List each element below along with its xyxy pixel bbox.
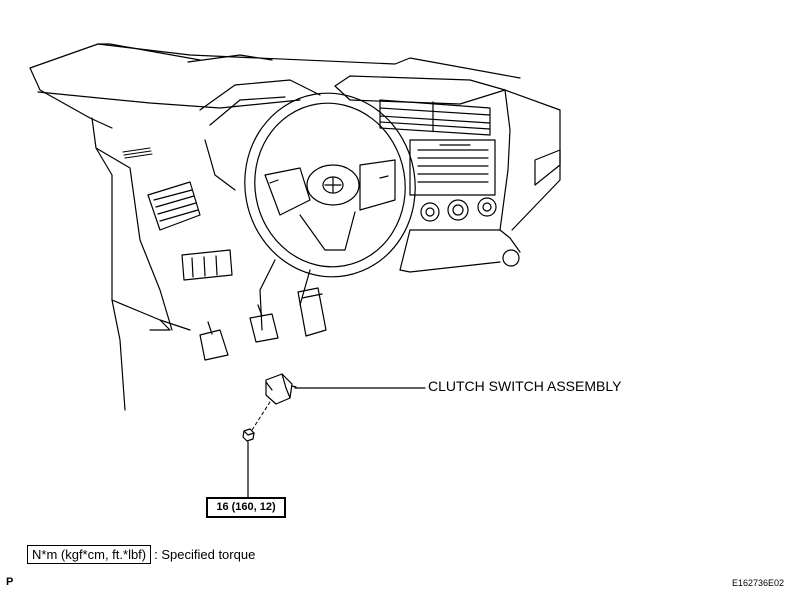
- torque-legend: N*m (kgf*cm, ft.*lbf) : Specified torque: [27, 545, 255, 564]
- pedals-icon: [199, 287, 327, 361]
- climate-knob-icon: [420, 197, 497, 222]
- instrument-cluster-icon: [199, 79, 321, 191]
- torque-unit-key: N*m (kgf*cm, ft.*lbf): [27, 545, 152, 564]
- dashboard-outline: [29, 43, 561, 411]
- center-vent-icon: [379, 99, 491, 136]
- torque-spec-box: 16 (160, 12): [206, 497, 286, 518]
- clutch-switch-icon: [265, 373, 297, 405]
- torque-legend-description: : Specified torque: [154, 547, 256, 562]
- switch-panel-icon: [181, 249, 233, 281]
- page-marker: P: [6, 576, 14, 588]
- steering-wheel-icon: [244, 92, 416, 278]
- left-vent-icon: [147, 181, 201, 231]
- figure-id: E162736E02: [731, 578, 784, 588]
- audio-panel-icon: [409, 139, 496, 196]
- clutch-switch-label: CLUTCH SWITCH ASSEMBLY: [428, 378, 622, 394]
- steering-column-icon: [259, 259, 311, 331]
- install-dash-line: [251, 401, 271, 431]
- defroster-vent-icon: [122, 147, 153, 159]
- nut-icon: [242, 428, 255, 442]
